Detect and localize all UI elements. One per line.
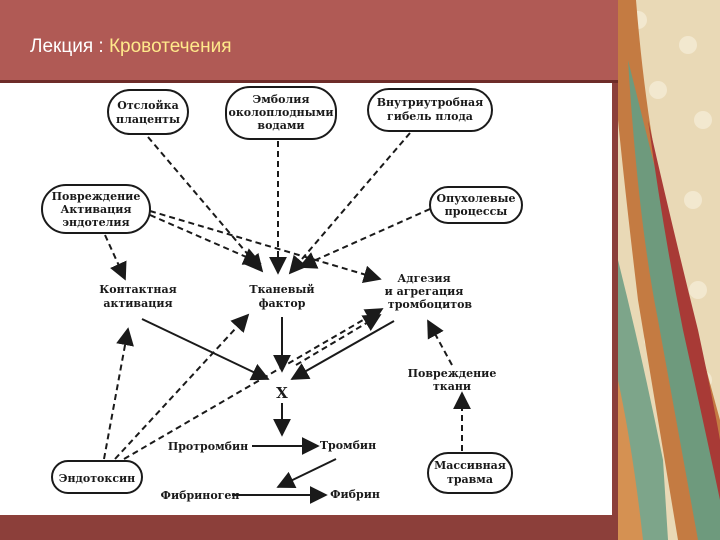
node-placenta-line2: плаценты xyxy=(116,113,180,126)
arrow-x-platelets xyxy=(295,314,382,366)
node-tumor-line2: процессы xyxy=(445,205,508,218)
node-platelets: Адгезия и агрегация тромбоцитов xyxy=(385,272,473,311)
node-fibrinogen: Фибриноген xyxy=(161,489,240,502)
node-fetal-death: Внутриутробная гибель плода xyxy=(377,96,484,123)
node-trauma: Массивная травма xyxy=(434,459,506,486)
node-fetal-death-line2: гибель плода xyxy=(387,110,473,123)
arrow-platelets-x xyxy=(290,320,395,380)
node-fetal-death-line1: Внутриутробная xyxy=(377,96,484,109)
node-tissue-factor-line1: Тканевый xyxy=(249,283,314,296)
arrow-thrombin-fibrin-conversion xyxy=(276,458,337,489)
arrow-endothelium-platelets xyxy=(149,210,382,284)
header-divider xyxy=(0,80,618,83)
node-contact-line2: активация xyxy=(103,297,172,310)
node-tumor: Опухолевые процессы xyxy=(437,192,516,218)
pathogenesis-diagram: Отслойка плаценты Эмболия околоплодными … xyxy=(41,86,523,504)
arrow-endothelium-tissue-factor xyxy=(149,214,262,265)
arrow-placenta-tissue-factor xyxy=(147,136,264,273)
node-prothrombin: Протромбин xyxy=(168,440,248,453)
node-borders xyxy=(41,86,523,494)
node-border-fetal-death xyxy=(367,88,493,132)
arrow-endothelium-contact xyxy=(104,234,127,281)
title-prefix: Лекция xyxy=(30,36,94,57)
title-main: Кровотечения xyxy=(108,36,232,57)
arrow-tumor-tissue-factor xyxy=(298,208,431,269)
node-tumor-line1: Опухолевые xyxy=(437,192,516,205)
node-platelets-line1: Адгезия xyxy=(397,272,450,285)
node-thrombin: Тромбин xyxy=(320,439,376,452)
node-endotoxin: Эндотоксин xyxy=(59,472,135,485)
node-tissue-factor: Тканевый фактор xyxy=(249,283,314,310)
node-border-tumor xyxy=(429,186,523,224)
node-tissue-factor-line2: фактор xyxy=(259,297,306,310)
node-contact-line1: Контактная xyxy=(99,283,176,296)
node-tissue-damage-line2: ткани xyxy=(433,380,471,393)
title-separator: : xyxy=(93,36,109,57)
arrow-endotoxin-tissue-factor xyxy=(114,313,250,460)
node-embolism-line2: околоплодными xyxy=(229,106,334,119)
node-border-endothelium xyxy=(41,184,151,234)
arrow-contact-x xyxy=(141,318,270,381)
node-placenta-line1: Отслойка xyxy=(117,99,178,112)
arrow-endotoxin-contact xyxy=(103,327,134,460)
arrow-endotoxin-platelets xyxy=(123,308,384,460)
node-endothelium-line2: Активация xyxy=(60,203,131,216)
decorative-side-panel xyxy=(618,0,720,540)
node-factor-x: X xyxy=(276,384,288,402)
bottom-band xyxy=(0,515,622,540)
node-platelets-line3: тромбоцитов xyxy=(388,298,473,311)
node-tissue-damage: Повреждение ткани xyxy=(408,367,497,393)
node-embolism: Эмболия околоплодными водами xyxy=(229,93,334,132)
node-border-placenta xyxy=(107,89,189,135)
node-contact-activation: Контактная активация xyxy=(99,283,176,310)
node-placenta: Отслойка плаценты xyxy=(116,99,180,126)
node-embolism-line3: водами xyxy=(257,119,304,132)
node-platelets-line2: и агрегация xyxy=(385,285,464,298)
node-endothelium-line3: эндотелия xyxy=(62,216,129,229)
slide-header: Лекция : Кровотечения xyxy=(0,0,618,80)
arrow-fetal-death-tissue-factor xyxy=(288,132,411,275)
node-fibrin: Фибрин xyxy=(330,488,380,501)
slide-title: Лекция : Кровотечения xyxy=(30,36,232,58)
node-tissue-damage-line1: Повреждение xyxy=(408,367,497,380)
node-border-endotoxin xyxy=(51,460,143,494)
arrow-tissue-damage-platelets xyxy=(427,319,453,366)
node-border-trauma xyxy=(427,452,513,494)
node-trauma-line2: травма xyxy=(447,473,493,486)
node-embolism-line1: Эмболия xyxy=(252,93,309,106)
dashed-arrows xyxy=(103,132,471,460)
node-border-embolism xyxy=(225,86,337,140)
node-endothelium-line1: Повреждение xyxy=(52,190,141,203)
node-trauma-line1: Массивная xyxy=(434,459,506,472)
node-endothelium: Повреждение Активация эндотелия xyxy=(52,190,141,229)
solid-arrows xyxy=(141,317,395,504)
